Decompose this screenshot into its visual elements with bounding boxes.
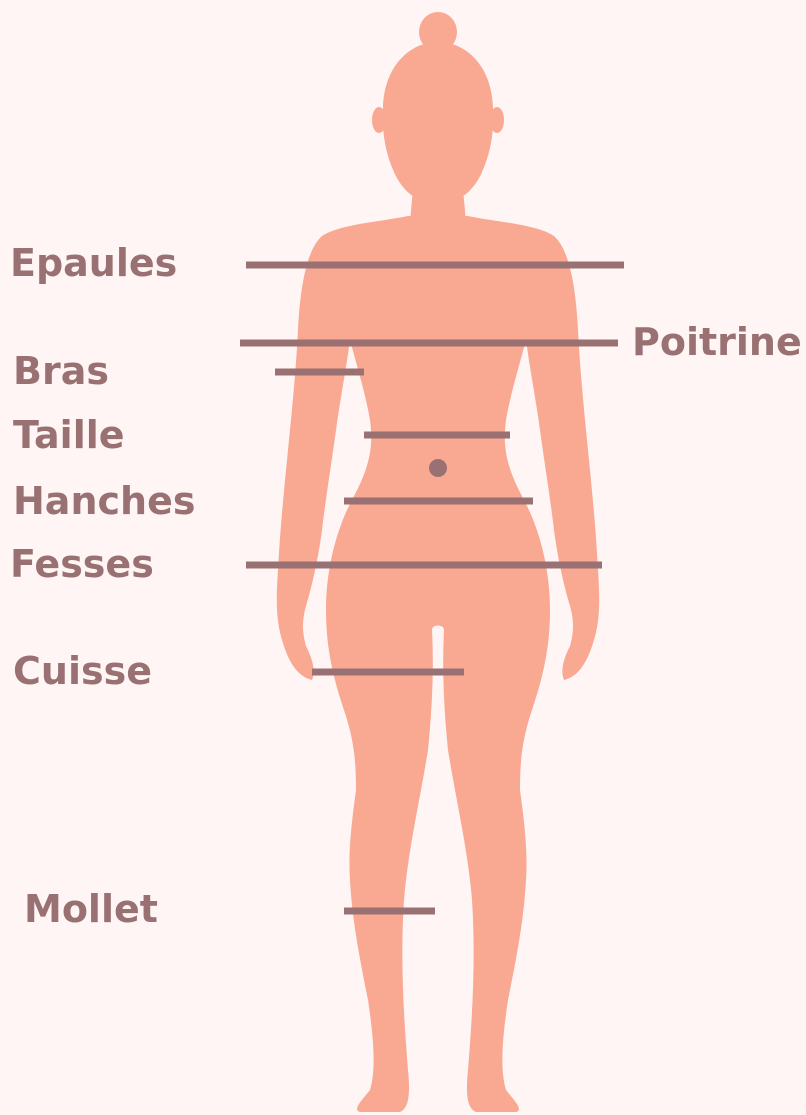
- navel-marker: [429, 459, 447, 477]
- label-poitrine: Poitrine: [632, 323, 802, 361]
- label-epaules: Epaules: [10, 244, 177, 282]
- label-hanches: Hanches: [13, 482, 195, 520]
- label-mollet: Mollet: [24, 890, 158, 928]
- ear-left: [372, 107, 386, 133]
- label-cuisse: Cuisse: [13, 652, 152, 690]
- ear-right: [490, 107, 504, 133]
- head: [383, 42, 493, 200]
- neck: [410, 178, 466, 222]
- label-bras: Bras: [13, 352, 109, 390]
- label-fesses: Fesses: [10, 545, 154, 583]
- label-taille: Taille: [13, 416, 125, 454]
